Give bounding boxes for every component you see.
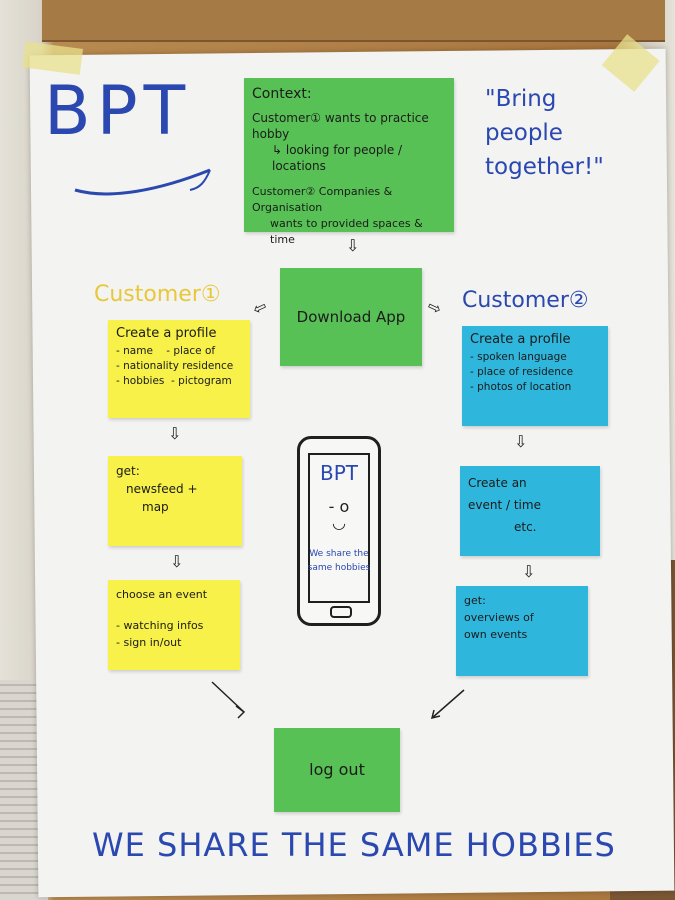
logout-note: log out	[274, 728, 400, 812]
slogan: "Bring people together!"	[485, 86, 604, 180]
context-title: Context:	[252, 86, 312, 102]
download-app-label: Download App	[296, 308, 406, 326]
phone-text: We share the same hobbies	[307, 549, 371, 573]
customer-1-profile-note: Create a profile - name - place of - nat…	[108, 320, 250, 418]
customer-2-profile-note: Create a profile - spoken language - pla…	[462, 326, 608, 426]
context-line-4: wants to provided spaces & time	[270, 217, 423, 246]
context-line-1: Customer① wants to practice hobby	[252, 111, 429, 141]
arrow-down-c2-2: ⇩	[522, 562, 536, 581]
arrow-down-c1-1: ⇩	[168, 424, 182, 443]
c2-profile-item-1: - spoken language	[470, 351, 567, 363]
c2-profile-item-3: - photos of location	[470, 381, 572, 393]
logout-label: log out	[309, 760, 365, 779]
download-app-note: Download App	[280, 268, 422, 366]
customer-1-choose-event-note: choose an event - watching infos - sign …	[108, 580, 240, 670]
c2-profile-item-2: - place of residence	[470, 366, 574, 378]
c2-create-line-3: etc.	[514, 520, 537, 534]
customer-1-get-note: get: newsfeed + map	[108, 456, 242, 546]
arrow-down-context: ⇩	[346, 236, 360, 255]
c2-create-line-2: event / time	[468, 498, 541, 512]
c1-event-line-1: choose an event	[116, 588, 208, 601]
c2-get-line-2: overviews of	[464, 611, 534, 624]
context-line-3: Customer② Companies & Organisation	[252, 185, 393, 214]
c1-profile-item-1: - name - place of	[116, 345, 216, 357]
arrows-to-logout	[211, 681, 465, 720]
footer-slogan: WE SHARE THE SAME HOBBIES	[92, 826, 616, 864]
c1-event-line-2: - watching infos	[116, 619, 204, 632]
phone-screen	[308, 453, 370, 603]
customer-2-create-event-note: Create an event / time etc.	[460, 466, 600, 556]
logo-bpt: BPT	[44, 72, 192, 151]
phone-home-button	[330, 606, 352, 618]
c1-event-line-3: - sign in/out	[116, 636, 182, 649]
c1-profile-item-2: - nationality residence	[116, 360, 234, 372]
customer-2-get-note: get: overviews of own events	[456, 586, 588, 676]
c1-get-line-2: newsfeed +	[126, 482, 198, 496]
arrow-down-c1-2: ⇩	[170, 552, 184, 571]
c1-get-line-3: map	[142, 500, 169, 514]
c2-get-line-3: own events	[464, 628, 528, 641]
c2-create-line-1: Create an	[468, 476, 527, 490]
context-line-2: ↳ looking for people / locations	[272, 143, 403, 173]
customer-2-heading: Customer②	[462, 288, 589, 313]
c1-profile-item-3: - hobbies - pictogram	[116, 375, 232, 387]
arrow-down-c2-1: ⇩	[514, 432, 528, 451]
logo-underline	[74, 168, 211, 196]
context-note: Context: Customer① wants to practice hob…	[244, 78, 454, 246]
c1-profile-title: Create a profile	[116, 326, 217, 341]
phone-drawing: BPT - o ◡ We share the same hobbies	[297, 436, 381, 626]
smiley-face-icon: - o ◡	[328, 497, 350, 532]
c2-profile-title: Create a profile	[470, 332, 571, 347]
wooden-board-top	[42, 0, 665, 42]
c1-get-line-1: get:	[116, 464, 140, 478]
customer-1-heading: Customer①	[94, 282, 221, 307]
phone-title: BPT	[320, 461, 358, 485]
c2-get-line-1: get:	[464, 594, 486, 607]
